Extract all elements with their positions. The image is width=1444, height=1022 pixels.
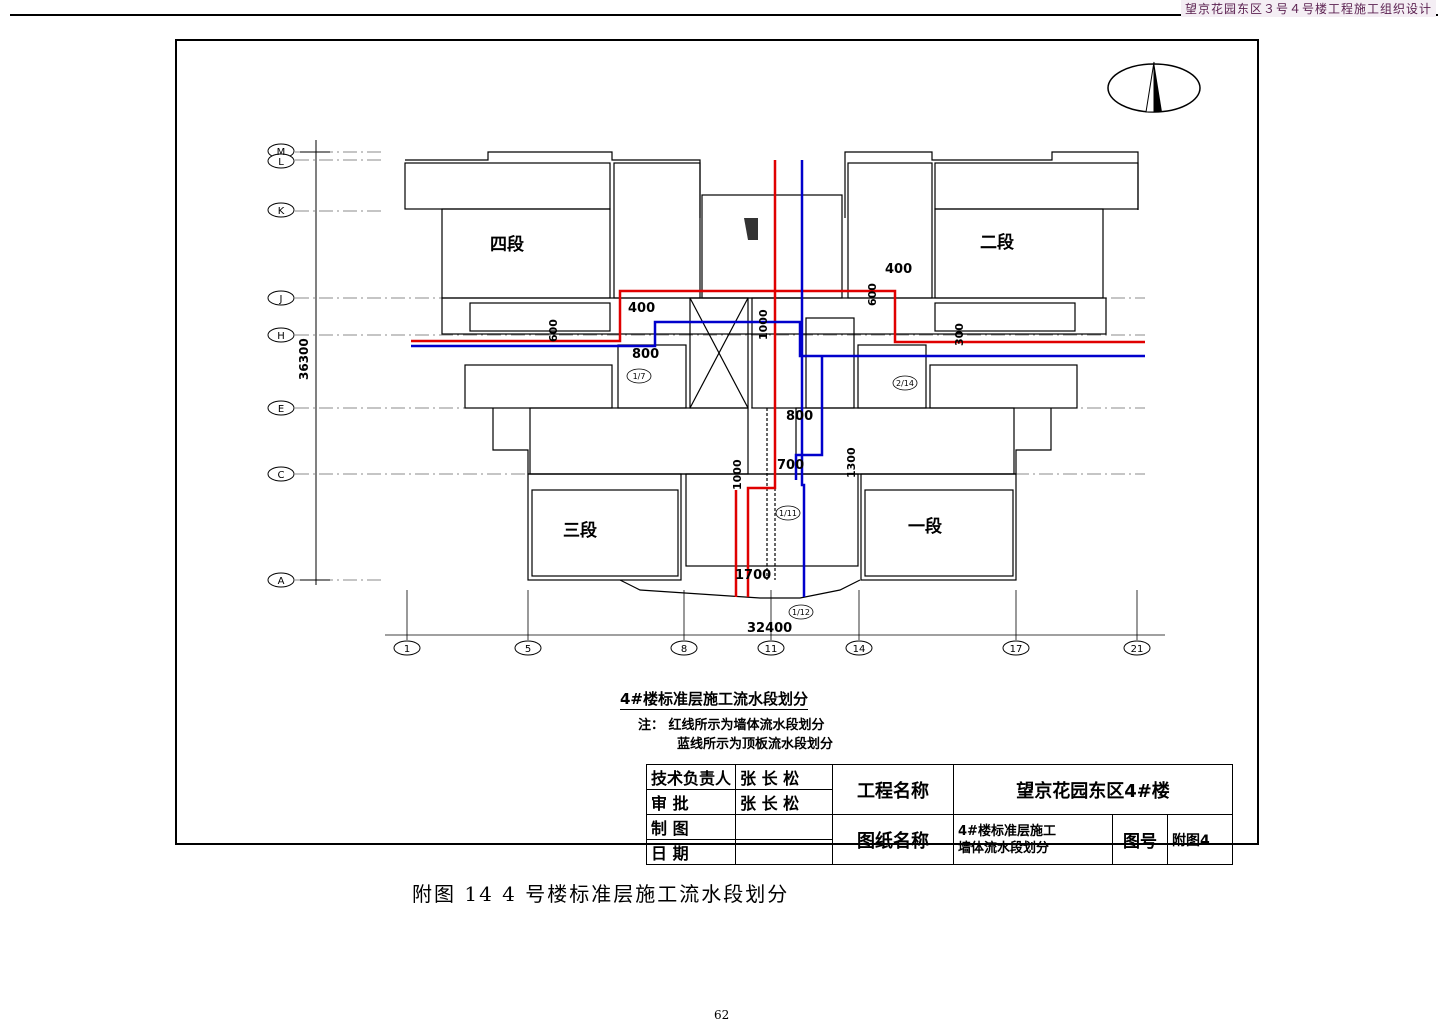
dimension-label: 800 bbox=[786, 409, 813, 424]
title-block: 技术负责人 张 长 松 工程名称 望京花园东区4#楼 审 批 张 长 松 制 图… bbox=[645, 764, 1234, 865]
dimension-label: 700 bbox=[777, 458, 804, 473]
figure-caption: 附图 14 4 号楼标准层施工流水段划分 bbox=[412, 882, 790, 906]
drawing-name-label: 图纸名称 bbox=[832, 814, 955, 865]
project-value: 望京花园东区4#楼 bbox=[953, 764, 1234, 815]
dimension-label: 600 bbox=[547, 319, 560, 342]
axis-col-label: 21 bbox=[1131, 644, 1144, 655]
project-label: 工程名称 bbox=[832, 764, 955, 815]
axis-row-label: K bbox=[278, 206, 285, 217]
sub-axis-label: 2/14 bbox=[896, 379, 914, 388]
note-red-line: 注： 红线所示为墙体流水段划分 bbox=[638, 718, 825, 733]
tech-label: 技术负责人 bbox=[645, 764, 737, 790]
document-header-title: 望京花园东区３号４号楼工程施工组织设计 bbox=[1180, 0, 1436, 17]
axis-row-label: L bbox=[278, 157, 284, 168]
building-outline bbox=[404, 151, 1139, 599]
dimension-label: 1000 bbox=[731, 459, 744, 490]
drawing-name-value: 4#楼标准层施工 墙体流水段划分 bbox=[953, 814, 1114, 865]
axis-col-label: 17 bbox=[1010, 644, 1023, 655]
drawing-no-value: 附图4 bbox=[1167, 814, 1234, 865]
dimension-label: 32400 bbox=[747, 621, 792, 636]
segment-label: 三段 bbox=[563, 520, 597, 541]
dimension-label: 800 bbox=[632, 347, 659, 362]
dimension-label: 1000 bbox=[757, 309, 770, 340]
drawing-name-line: 4#楼标准层施工 bbox=[958, 823, 1056, 839]
sub-axis-label: 1/7 bbox=[633, 372, 646, 381]
note-blue-line: 蓝线所示为顶板流水段划分 bbox=[677, 737, 834, 752]
dimension-label: 600 bbox=[866, 283, 879, 306]
axis-row-label: C bbox=[278, 470, 285, 481]
axis-col-label: 11 bbox=[765, 644, 778, 655]
page-number: 62 bbox=[714, 1008, 730, 1022]
axis-col-label: 14 bbox=[853, 644, 866, 655]
dimension-label: 1700 bbox=[735, 568, 771, 583]
drawing-title: 4#楼标准层施工流水段划分 bbox=[620, 690, 809, 710]
tech-name: 张 长 松 bbox=[735, 764, 834, 790]
dimension-label: 400 bbox=[628, 301, 655, 316]
sub-axis-label: 1/11 bbox=[779, 509, 797, 518]
sub-axis-label: 1/12 bbox=[792, 608, 810, 617]
segment-label: 一段 bbox=[908, 516, 942, 537]
review-name: 张 长 松 bbox=[735, 789, 834, 815]
draw-label: 制 图 bbox=[645, 814, 737, 840]
segment-label: 四段 bbox=[490, 234, 524, 255]
segment-label: 二段 bbox=[980, 232, 1014, 253]
drawing-name-line: 墙体流水段划分 bbox=[958, 840, 1050, 856]
dimension-label: 36300 bbox=[297, 338, 311, 380]
dimension-label: 1300 bbox=[845, 447, 858, 478]
axis-col-label: 5 bbox=[525, 644, 531, 655]
dimension-label: 300 bbox=[953, 323, 966, 346]
axis-col-label: 1 bbox=[404, 644, 410, 655]
review-label: 审 批 bbox=[645, 789, 737, 815]
draw-value bbox=[735, 814, 834, 840]
north-arrow-icon bbox=[1107, 61, 1201, 113]
axis-row-label: M bbox=[277, 147, 286, 158]
date-label: 日 期 bbox=[645, 839, 737, 865]
axis-col-label: 8 bbox=[681, 644, 687, 655]
axis-row-label: E bbox=[278, 404, 284, 415]
date-value bbox=[735, 839, 834, 865]
header-rule bbox=[10, 14, 1438, 16]
dimension-label: 400 bbox=[885, 262, 912, 277]
axis-row-label: H bbox=[277, 331, 285, 342]
drawing-no-label: 图号 bbox=[1112, 814, 1169, 865]
axis-row-label: J bbox=[279, 294, 283, 305]
axis-row-label: A bbox=[278, 576, 285, 587]
